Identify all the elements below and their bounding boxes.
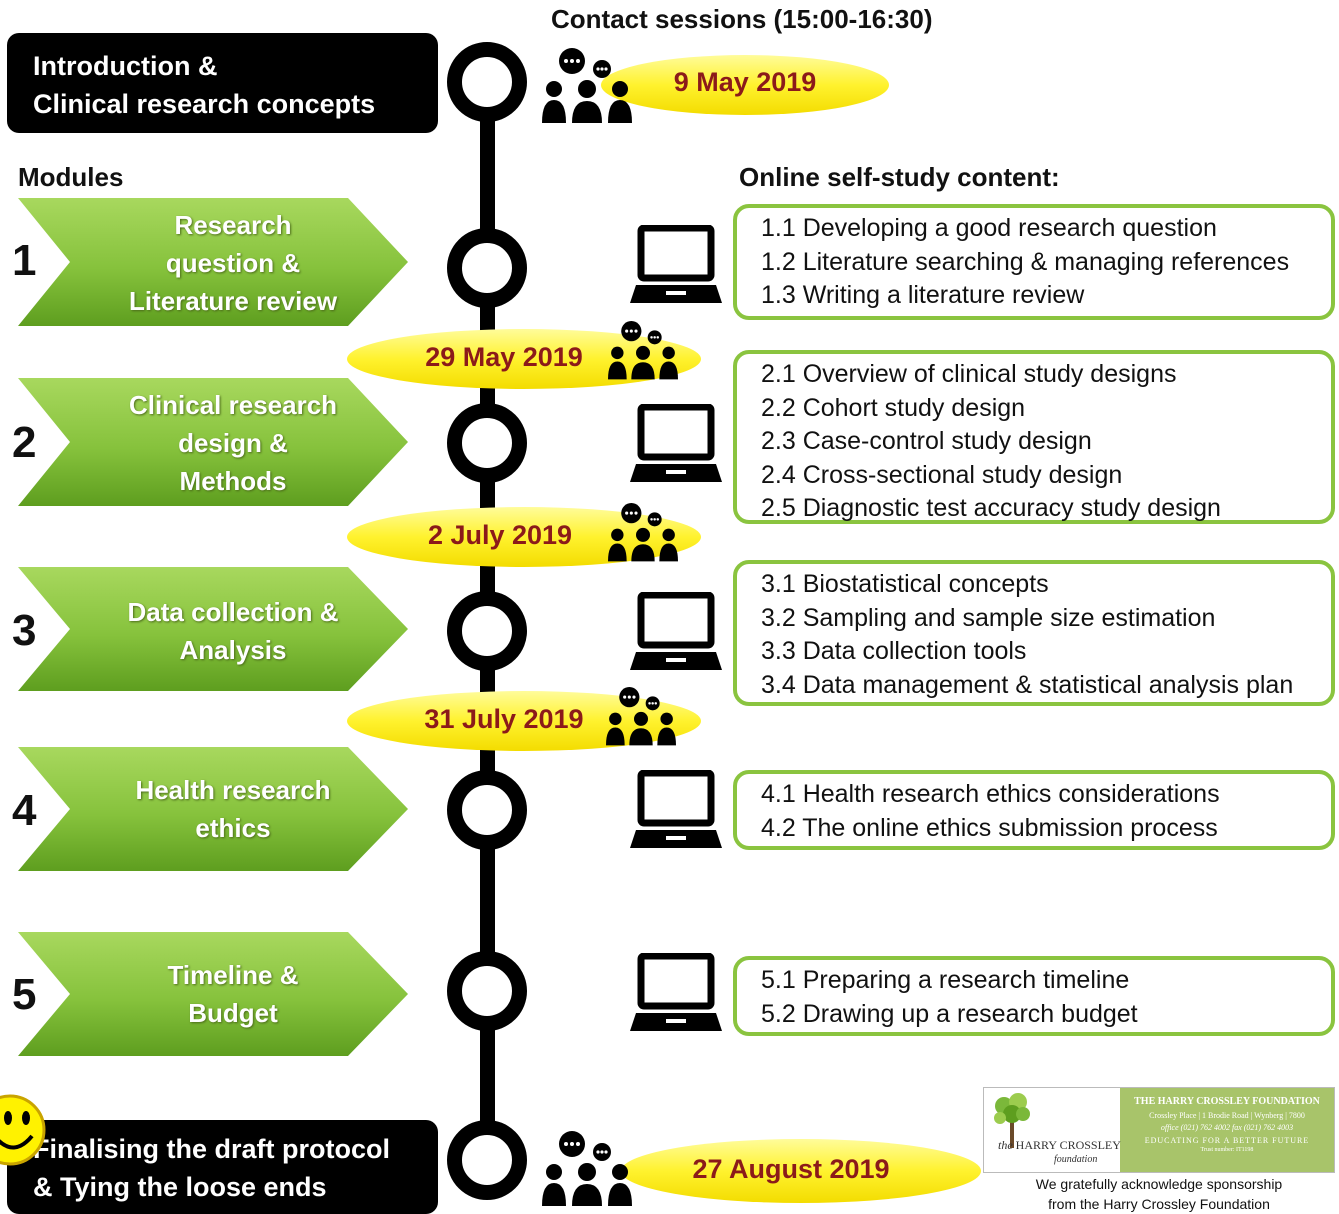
module-title-line: Clinical research <box>128 390 338 420</box>
timeline-node <box>447 228 527 308</box>
date-label: 2 July 2019 <box>427 520 573 550</box>
module-title-line: Research <box>174 210 292 240</box>
date-label: 29 May 2019 <box>425 342 583 372</box>
self-study-item: 1.2 Literature searching & managing refe… <box>761 247 1290 276</box>
module-title-line: Data collection & <box>127 597 339 627</box>
self-study-box: 2.1 Overview of clinical study designs 2… <box>733 350 1335 524</box>
logo-phone: office (021) 762 4002 fax (021) 762 4003 <box>1160 1123 1294 1132</box>
date-oval: 27 August 2019 <box>620 1138 982 1204</box>
module-title-line: ethics <box>195 813 271 843</box>
date-label: 31 July 2019 <box>424 704 584 734</box>
module-title-line: Budget <box>188 998 278 1028</box>
logo-text-the: the <box>998 1138 1013 1152</box>
laptop-icon <box>630 404 722 482</box>
timeline-node <box>447 591 527 671</box>
timeline-node <box>447 951 527 1031</box>
module-title-line: design & <box>178 428 288 458</box>
module-number: 4 <box>12 786 37 835</box>
final-line-1: Finalising the draft protocol <box>33 1134 390 1164</box>
final-box: Finalising the draft protocol & Tying th… <box>7 1120 438 1214</box>
sponsor-caption-line-2: from the Harry Crossley Foundation <box>1048 1196 1270 1212</box>
self-study-item: 2.1 Overview of clinical study designs <box>761 360 1177 388</box>
module-number: 2 <box>12 418 37 467</box>
self-study-item: 3.3 Data collection tools <box>761 637 1027 665</box>
module-number: 1 <box>12 236 37 285</box>
date-oval: 9 May 2019 <box>600 54 890 116</box>
module-chevron: Timeline & Budget <box>18 932 408 1056</box>
module-chevron: Research question & Literature review <box>18 198 408 326</box>
self-study-item: 2.2 Cohort study design <box>761 393 1026 422</box>
date-label: 9 May 2019 <box>673 67 817 97</box>
timeline-node <box>447 1120 527 1200</box>
people-group-icon <box>542 1131 632 1206</box>
module-title-line: Timeline & <box>167 960 299 990</box>
tree-icon <box>994 1093 1030 1148</box>
module-number: 5 <box>12 970 37 1019</box>
module-title-line: Analysis <box>179 635 287 665</box>
sponsor-logo: the HARRY CROSSLEY foundation THE HARRY … <box>983 1087 1335 1173</box>
self-study-item: 1.1 Developing a good research question <box>761 214 1217 242</box>
self-study-box: 4.1 Health research ethics consideration… <box>733 770 1335 850</box>
logo-text-name: HARRY CROSSLEY <box>1015 1138 1121 1152</box>
logo-address: Crossley Place | 1 Brodie Road | Wynberg… <box>1149 1111 1305 1120</box>
laptop-icon <box>630 770 722 848</box>
laptop-icon <box>630 953 722 1031</box>
intro-box: Introduction & Clinical research concept… <box>7 33 438 133</box>
self-study-item: 4.1 Health research ethics consideration… <box>761 780 1220 808</box>
timeline-node <box>447 403 527 483</box>
module-title-line: question & <box>165 248 301 278</box>
module-chevron: Health research ethics <box>18 747 408 871</box>
final-line-2: & Tying the loose ends <box>33 1172 327 1202</box>
people-group-icon <box>542 48 632 123</box>
laptop-icon <box>630 225 722 303</box>
online-content-heading: Online self-study content: <box>739 162 1060 192</box>
self-study-box: 3.1 Biostatistical concepts 3.2 Sampling… <box>733 560 1335 706</box>
logo-text-foundation: foundation <box>1054 1154 1098 1165</box>
self-study-item: 3.4 Data management & statistical analys… <box>761 670 1294 699</box>
self-study-box: 5.1 Preparing a research timeline 5.2 Dr… <box>733 956 1335 1036</box>
logo-org-title: THE HARRY CROSSLEY FOUNDATION <box>1134 1096 1320 1107</box>
self-study-item: 4.2 The online ethics submission process <box>761 813 1218 842</box>
modules-heading: Modules <box>18 162 124 192</box>
self-study-item: 3.2 Sampling and sample size estimation <box>761 603 1216 632</box>
logo-right-panel: THE HARRY CROSSLEY FOUNDATION Crossley P… <box>1120 1088 1334 1172</box>
sponsor-caption: We gratefully acknowledge sponsorship fr… <box>983 1174 1335 1214</box>
module-chevron: Data collection & Analysis <box>18 567 408 691</box>
self-study-item: 5.2 Drawing up a research budget <box>761 999 1138 1028</box>
intro-line-1: Introduction & <box>33 51 218 81</box>
laptop-icon <box>630 592 722 670</box>
sponsor-caption-line-1: We gratefully acknowledge sponsorship <box>1035 1176 1283 1192</box>
self-study-item: 2.3 Case-control study design <box>761 427 1092 455</box>
smiley-icon <box>0 1094 46 1166</box>
module-number: 3 <box>12 606 37 655</box>
logo-tagline: EDUCATING FOR A BETTER FUTURE <box>1144 1136 1310 1145</box>
timeline-node <box>447 770 527 850</box>
contact-sessions-heading: Contact sessions (15:00-16:30) <box>551 4 933 34</box>
people-group-icon <box>608 503 678 562</box>
timeline-node <box>447 42 527 122</box>
people-group-icon <box>606 687 676 746</box>
module-title-line: Literature review <box>128 286 338 316</box>
logo-left-panel: the HARRY CROSSLEY foundation <box>984 1088 1121 1172</box>
self-study-box: 1.1 Developing a good research question … <box>733 204 1335 320</box>
self-study-item: 3.1 Biostatistical concepts <box>761 570 1049 598</box>
people-group-icon <box>608 321 678 380</box>
module-title-line: Methods <box>179 466 287 496</box>
module-title-line: Health research <box>135 775 331 805</box>
date-label: 27 August 2019 <box>692 1154 890 1184</box>
self-study-item: 2.5 Diagnostic test accuracy study desig… <box>761 494 1221 522</box>
intro-line-2: Clinical research concepts <box>33 89 376 119</box>
self-study-item: 2.4 Cross-sectional study design <box>761 460 1123 489</box>
self-study-item: 5.1 Preparing a research timeline <box>761 966 1130 994</box>
self-study-item: 1.3 Writing a literature review <box>761 281 1085 309</box>
module-chevron: Clinical research design & Methods <box>18 378 408 506</box>
logo-trust: Trust number: IT1198 <box>1200 1147 1254 1153</box>
